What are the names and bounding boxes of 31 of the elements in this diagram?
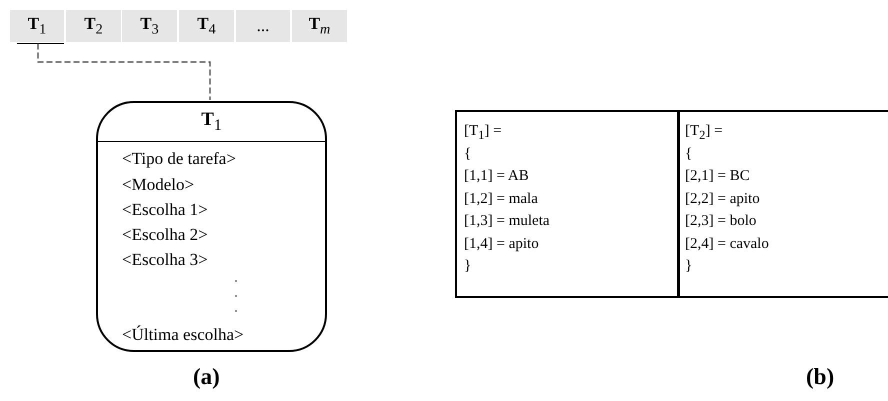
panel-label: (b) <box>806 364 834 390</box>
code-line: [2,1] = BC <box>685 167 750 185</box>
leader-line <box>37 44 211 100</box>
code-line: { <box>464 144 472 162</box>
code-line: [T$_{1}$] = <box>464 122 502 144</box>
table-cell: T$_{2}$ <box>66 10 121 42</box>
code-line: [2,3] = bolo <box>685 212 756 230</box>
code-line: } <box>685 257 692 275</box>
rounded-box <box>96 101 327 352</box>
field-text: <Escolha 2> <box>122 225 208 245</box>
code-line: [2,2] = apito <box>685 190 760 208</box>
field-text: <Última escolha> <box>122 325 244 345</box>
code-line: [T$_{2}$] = <box>685 122 723 144</box>
table-cell: T$_{4}$ <box>179 10 234 42</box>
field-text: <Escolha 1> <box>122 200 208 220</box>
field-text: <Escolha 3> <box>122 250 208 270</box>
table-cell: T$_{1}$ <box>10 10 64 42</box>
box-heading: T$_{1}$ <box>201 109 222 135</box>
code-line: [1,4] = apito <box>464 234 539 252</box>
code-line: } <box>464 257 472 275</box>
table-cell: ... <box>236 10 290 42</box>
code-line: [1,2] = mala <box>464 190 538 208</box>
code-line: { <box>685 144 692 162</box>
table-cell: T$_{m}$ <box>292 10 347 42</box>
table-cell: T$_{3}$ <box>122 10 177 42</box>
field-text: <Tipo de tarefa> <box>122 149 236 169</box>
field-text: <Modelo> <box>122 175 194 195</box>
code-line: [1,1] = AB <box>464 167 529 185</box>
code-line: [1,3] = muleta <box>464 212 550 230</box>
panel-label: (a) <box>193 364 220 390</box>
code-line: [2,4] = cavalo <box>685 234 769 252</box>
